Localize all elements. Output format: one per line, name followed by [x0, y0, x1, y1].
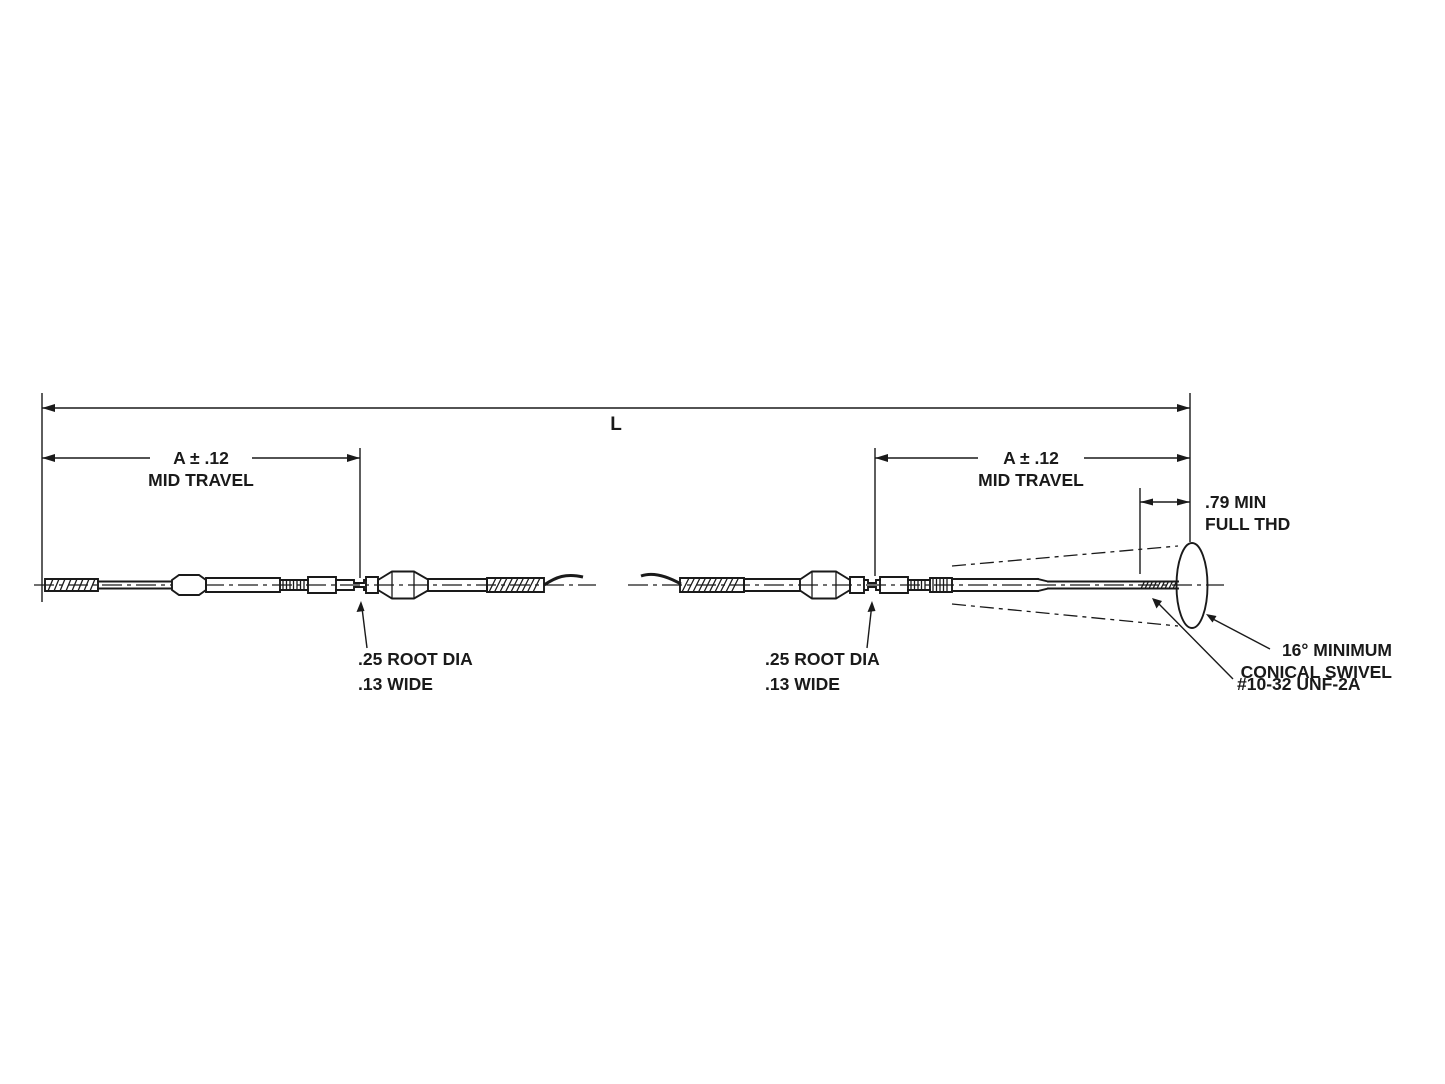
- leader-line: [1210, 617, 1271, 650]
- callout-conical-swivel: 16° MINIMUM CONICAL SWIVEL: [1206, 614, 1392, 682]
- dim-label-left-travel-value: A ± .12: [173, 448, 229, 468]
- left-rod: [97, 580, 173, 590]
- left-spiral-hatch: [488, 577, 541, 593]
- left-collar-a: [307, 576, 337, 594]
- callout-right-groove-line2: .13 WIDE: [765, 674, 840, 694]
- dim-label-left-travel-caption: MID TRAVEL: [148, 470, 254, 490]
- right-ribbed-neck: [907, 579, 931, 591]
- right-cable-tail: [640, 572, 682, 586]
- leader-line: [1157, 602, 1234, 680]
- callout-thread-spec-label: #10-32 UNF-2A: [1237, 674, 1361, 694]
- callout-swivel-line2: CONICAL SWIVEL: [1241, 662, 1393, 682]
- dimension-full-thread: .79 MIN FULL THD: [1140, 492, 1290, 534]
- callout-left-groove-line1: .25 ROOT DIA: [358, 649, 473, 669]
- arrowhead-right-icon: [1177, 498, 1190, 506]
- dim-label-right-travel-caption: MID TRAVEL: [978, 470, 1084, 490]
- dim-label-full-thread-line2: FULL THD: [1205, 514, 1290, 534]
- right-end-rod-thread-hatch: [1140, 581, 1178, 589]
- arrowhead-right-icon: [347, 454, 360, 462]
- right-collar-a: [849, 576, 865, 594]
- right-threaded-section-hatch: [932, 578, 948, 592]
- left-conduit-tube: [205, 577, 281, 593]
- callout-swivel-line1: 16° MINIMUM: [1282, 640, 1392, 660]
- arrowhead-left-icon: [875, 454, 888, 462]
- arrowhead-left-icon: [1140, 498, 1153, 506]
- swivel-ellipse: [1175, 542, 1209, 629]
- dim-label-overall-length: L: [610, 414, 622, 435]
- leader-arrowhead-icon: [1152, 598, 1162, 609]
- dimension-left-travel: A ± .12 MID TRAVEL: [42, 448, 360, 490]
- right-spiral-wrap: [679, 577, 745, 593]
- right-coupler: [879, 576, 909, 594]
- callout-thread-spec: #10-32 UNF-2A: [1152, 598, 1361, 694]
- leader-arrowhead-icon: [867, 601, 876, 612]
- right-tube: [743, 578, 801, 592]
- leader-line: [361, 607, 368, 649]
- callout-left-groove: .25 ROOT DIA .13 WIDE: [356, 601, 473, 694]
- leader-arrowhead-icon: [356, 601, 365, 612]
- left-spiral-wrap: [486, 577, 545, 593]
- right-groove-neck: [863, 579, 881, 591]
- arrowhead-left-icon: [42, 404, 55, 412]
- swivel-cone-lines: [951, 545, 1179, 627]
- left-ribbed-neck-hatch: [282, 580, 305, 590]
- callout-right-groove-line1: .25 ROOT DIA: [765, 649, 880, 669]
- arrowhead-right-icon: [1177, 454, 1190, 462]
- callout-right-groove: .25 ROOT DIA .13 WIDE: [765, 601, 880, 694]
- dimension-overall-length: L: [42, 404, 1190, 435]
- right-hex-body-edges: [811, 571, 837, 599]
- left-cable-assembly: [44, 570, 584, 600]
- left-threaded-tip: [44, 578, 99, 592]
- right-threaded-section: [929, 577, 953, 593]
- dim-label-right-travel-value: A ± .12: [1003, 448, 1059, 468]
- left-hex-body-edges: [391, 571, 415, 599]
- left-collar-b: [365, 576, 379, 594]
- leader-arrowhead-icon: [1206, 614, 1217, 623]
- right-cable-assembly: [640, 542, 1209, 629]
- dimension-right-travel: A ± .12 MID TRAVEL: [875, 448, 1190, 490]
- left-groove-neck: [335, 579, 367, 591]
- left-thread-hatch: [47, 578, 96, 592]
- left-cable-tail: [543, 573, 584, 587]
- right-ribbed-neck-hatch: [910, 580, 926, 590]
- callout-left-groove-line2: .13 WIDE: [358, 674, 433, 694]
- arrowhead-right-icon: [1177, 404, 1190, 412]
- right-spiral-hatch: [681, 577, 740, 593]
- left-ferrule: [171, 574, 207, 596]
- arrowhead-left-icon: [42, 454, 55, 462]
- right-long-tube: [951, 577, 1050, 593]
- leader-line: [866, 607, 873, 649]
- dim-label-full-thread-line1: .79 MIN: [1205, 492, 1266, 512]
